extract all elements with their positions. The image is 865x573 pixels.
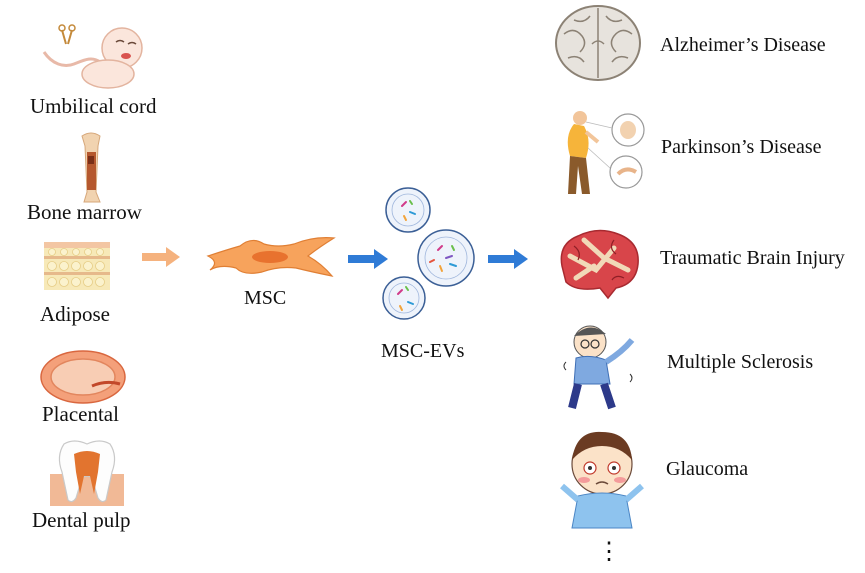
source-label-placental: Placental [42, 402, 119, 426]
placenta-icon [40, 350, 126, 404]
arrow-msc-to-evs [348, 249, 388, 269]
disease-label-ms: Multiple Sclerosis [667, 351, 814, 373]
adipose-tissue-icon [44, 242, 110, 290]
extracellular-vesicles-icon [382, 187, 475, 320]
disease-label-glau: Glaucoma [666, 458, 749, 480]
injured-brain-icon [560, 229, 639, 300]
disease-label-tbi: Traumatic Brain Injury [660, 247, 845, 269]
arrow-sources-to-msc [142, 247, 180, 267]
brain-section-icon [555, 5, 641, 81]
source-label-bone: Bone marrow [27, 200, 142, 224]
bone-icon [81, 132, 101, 203]
glaucoma-patient-icon [560, 431, 644, 529]
source-label-umbilical: Umbilical cord [30, 94, 157, 118]
msc-label: MSC [244, 287, 287, 309]
arrow-evs-to-diseases [488, 249, 528, 269]
ms-patient-icon [563, 325, 635, 410]
more-diseases-ellipsis: ⋮ [597, 539, 621, 565]
tooth-icon [50, 440, 124, 506]
evs-label: MSC-EVs [381, 340, 465, 362]
source-label-dental: Dental pulp [32, 508, 131, 532]
disease-label-alz: Alzheimer’s Disease [660, 34, 826, 56]
disease-label-park: Parkinson’s Disease [661, 136, 822, 158]
parkinson-patient-icon [567, 111, 645, 194]
baby-with-umbilical-cord-icon [42, 24, 143, 89]
mesenchymal-stem-cell-icon [206, 237, 336, 277]
source-label-adipose: Adipose [40, 302, 110, 326]
